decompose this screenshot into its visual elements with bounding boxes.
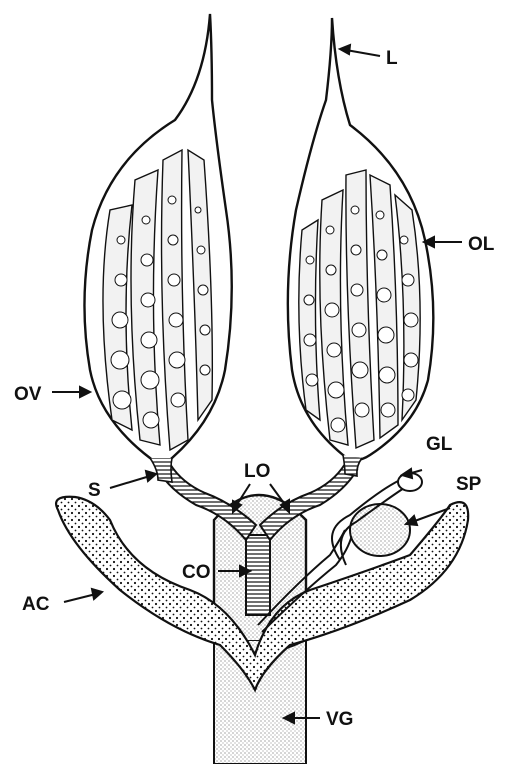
label-S: S: [88, 480, 101, 501]
label-LO: LO: [244, 461, 270, 482]
label-L: L: [386, 48, 398, 69]
label-CO: CO: [182, 562, 211, 583]
label-VG: VG: [326, 709, 353, 730]
label-OL: OL: [468, 234, 495, 255]
left-ovary: [84, 14, 231, 482]
label-GL: GL: [426, 434, 453, 455]
label-AC: AC: [22, 594, 50, 615]
common-oviduct: [246, 535, 270, 615]
label-SP: SP: [456, 474, 482, 495]
label-OV: OV: [14, 384, 42, 405]
right-ovary: [288, 18, 434, 476]
